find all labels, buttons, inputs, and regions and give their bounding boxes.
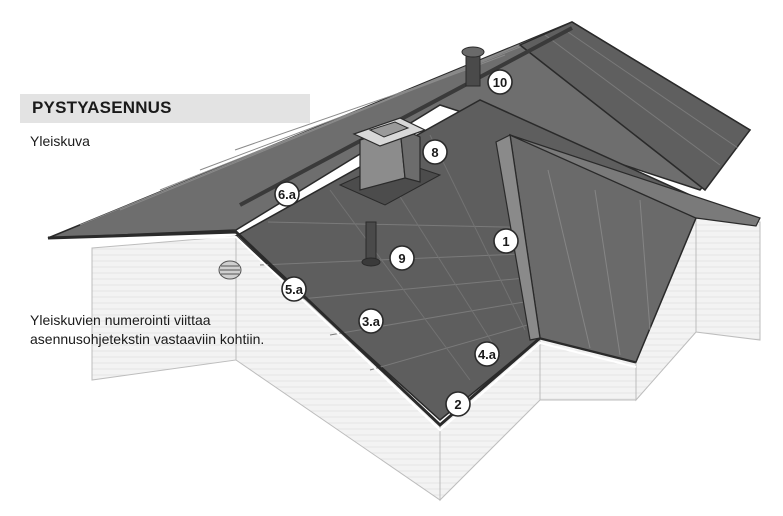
callout-4a-label: 4.a — [478, 347, 497, 362]
callout-6a: 6.a — [274, 181, 300, 207]
callout-10: 10 — [487, 69, 513, 95]
callout-4a: 4.a — [474, 341, 500, 367]
callout-6a-label: 6.a — [278, 187, 297, 202]
roof-vent-pipe-lower — [361, 221, 381, 267]
callout-9-label: 9 — [398, 251, 405, 266]
callout-2: 2 — [445, 391, 471, 417]
title-bar: PYSTYASENNUS — [20, 94, 310, 123]
wall-vent-icon — [218, 260, 242, 280]
numbering-note: Yleiskuvien numerointi viittaa asennusoh… — [30, 311, 320, 349]
house-walls — [91, 217, 761, 502]
roof-vent-pipe-top — [461, 46, 485, 87]
chimney — [338, 117, 442, 206]
callout-2-label: 2 — [454, 397, 461, 412]
numbering-note-line-1: Yleiskuvien numerointi viittaa — [30, 312, 211, 328]
callout-1-label: 1 — [502, 234, 509, 249]
ridge-cap — [239, 26, 573, 207]
callout-3a: 3.a — [358, 308, 384, 334]
callout-9: 9 — [389, 245, 415, 271]
numbering-note-line-2: asennusohjetekstin vastaaviin kohtiin. — [30, 331, 265, 347]
callout-8: 8 — [422, 139, 448, 165]
page-title: PYSTYASENNUS — [32, 98, 172, 117]
callout-3a-label: 3.a — [362, 314, 381, 329]
page-subtitle: Yleiskuva — [30, 133, 90, 149]
callout-8-label: 8 — [431, 145, 438, 160]
roof-right-slope — [518, 21, 752, 192]
callout-5a: 5.a — [281, 276, 307, 302]
callout-1: 1 — [493, 228, 519, 254]
callout-5a-label: 5.a — [285, 282, 304, 297]
callout-10-label: 10 — [493, 75, 507, 90]
